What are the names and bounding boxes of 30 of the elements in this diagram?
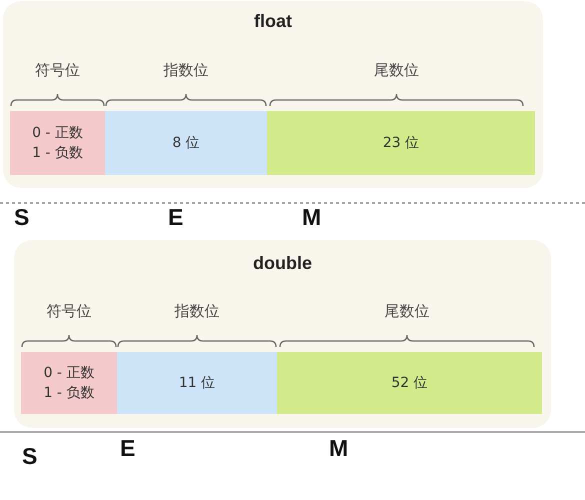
- sign-meaning-text: 1 - 负数: [32, 144, 83, 163]
- format-panel: [3, 1, 543, 188]
- field-letter: S: [22, 445, 38, 468]
- bit-count-text: 52 位: [391, 374, 428, 393]
- field-letter: M: [329, 437, 348, 460]
- field-letter: S: [14, 206, 30, 229]
- field-name-label: 指数位: [174, 302, 220, 320]
- format-title: double: [253, 253, 312, 273]
- sign-meaning-text: 1 - 负数: [44, 384, 94, 403]
- bit-count-text: 11 位: [178, 374, 216, 393]
- field-letter: E: [120, 437, 136, 460]
- field-name-label: 指数位: [164, 61, 208, 79]
- sign-bit-field: [10, 111, 105, 175]
- mantissa-field: [267, 111, 535, 175]
- field-letter: M: [302, 206, 322, 229]
- sign-bit-field: [21, 352, 117, 414]
- exponent-field: [105, 111, 267, 175]
- field-name-label: 符号位: [35, 61, 80, 79]
- field-name-label: 符号位: [46, 302, 92, 320]
- format-panel: [14, 240, 551, 428]
- field-name-label: 尾数位: [374, 61, 419, 79]
- sign-meaning-text: 0 - 正数: [32, 124, 83, 143]
- bit-count-text: 8 位: [172, 134, 200, 153]
- bit-count-text: 23 位: [382, 134, 420, 153]
- exponent-field: [117, 352, 277, 414]
- sign-meaning-text: 0 - 正数: [44, 364, 94, 383]
- field-letter: E: [168, 206, 184, 229]
- mantissa-field: [277, 352, 542, 414]
- format-title: float: [254, 11, 292, 31]
- field-name-label: 尾数位: [384, 302, 430, 320]
